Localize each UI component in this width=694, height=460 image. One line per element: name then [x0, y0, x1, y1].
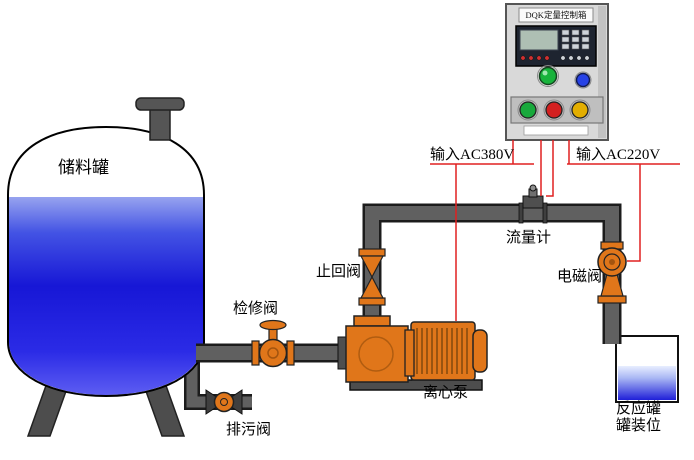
blue-indicator-lamp [575, 72, 591, 88]
tank-liquid [9, 197, 203, 395]
maintenance-valve-body-detail [267, 347, 279, 359]
maintenance-valve-body [258, 338, 288, 368]
flow-meter [518, 184, 548, 224]
label-reaction-tank: 反应罐 [616, 401, 662, 417]
label-input-ac380v: 输入AC380V [430, 147, 515, 163]
check-valve [358, 248, 386, 306]
check-valve-flange-top [358, 248, 386, 257]
maintenance-valve-flange-left [251, 340, 260, 366]
label-maintenance-valve: 检修阀 [233, 301, 279, 317]
wire-to-solenoid-valve [627, 164, 641, 262]
yellow-button [571, 101, 589, 119]
flow-meter-flange-left [518, 202, 524, 224]
motor-end-cap [472, 329, 488, 373]
centrifugal-pump [337, 315, 488, 391]
solenoid-valve [597, 241, 627, 304]
green-button [519, 101, 537, 119]
controller-dot-buttons [520, 55, 590, 61]
pump-volute [345, 325, 409, 383]
control-box-bottom-label [523, 125, 589, 136]
check-valve-cone-bottom [360, 275, 384, 299]
green-indicator-lamp [538, 66, 558, 86]
label-flow-meter: 流量计 [506, 230, 552, 246]
label-check-valve: 止回阀 [316, 264, 362, 280]
control-box-title: DQK定量控制箱 [525, 10, 587, 20]
control-box [505, 3, 609, 141]
solenoid-valve-actuator-ring [603, 253, 621, 271]
yellow-button-bezel [569, 99, 591, 121]
reaction-tank [615, 335, 679, 403]
flow-meter-knob [529, 184, 537, 192]
label-filling-station: 罐装位 [616, 418, 662, 434]
flow-meter-body [522, 195, 544, 209]
maintenance-valve [251, 319, 295, 368]
label-solenoid-valve: 电磁阀 [557, 269, 603, 285]
wiring [430, 140, 680, 321]
green-button-bezel [517, 99, 539, 121]
storage-tank [7, 97, 205, 437]
check-valve-cone-top [360, 255, 384, 279]
label-storage-tank: 储料罐 [58, 158, 109, 177]
drain-valve-handle-hub [220, 398, 228, 406]
flow-meter-flange-right [542, 202, 548, 224]
control-box-title-plate [518, 7, 594, 23]
red-button [545, 101, 563, 119]
drain-valve [205, 389, 243, 415]
green-indicator-highlight [542, 70, 548, 76]
reaction-tank-liquid [618, 366, 676, 400]
drain-valve-handle [213, 391, 235, 413]
tank-top-nozzle-cap [135, 97, 185, 111]
tank-outline [7, 125, 205, 398]
red-button-bezel [543, 99, 565, 121]
check-valve-flange-bottom [358, 297, 386, 306]
solenoid-valve-actuator-hub [609, 259, 615, 265]
maintenance-valve-handwheel [259, 319, 287, 331]
maintenance-valve-flange-right [286, 340, 295, 366]
pump-top-flange [353, 315, 391, 327]
control-box-side-shade [598, 6, 606, 138]
label-drain-valve: 排污阀 [226, 422, 272, 438]
blue-indicator-bezel [574, 71, 592, 89]
pump-volute-detail [358, 336, 394, 372]
pump-coupling-ring [404, 329, 415, 377]
motor-fins [416, 328, 468, 374]
green-indicator-bezel [537, 65, 559, 87]
wire-to-flow-meter-2 [546, 140, 554, 197]
label-input-ac220v: 输入AC220V [576, 147, 661, 163]
controller-keypad [561, 29, 590, 50]
label-centrifugal-pump: 离心泵 [423, 385, 469, 401]
controller-lcd [519, 29, 559, 51]
solenoid-valve-flange-bottom [597, 295, 627, 304]
tank-top-nozzle [149, 105, 171, 141]
